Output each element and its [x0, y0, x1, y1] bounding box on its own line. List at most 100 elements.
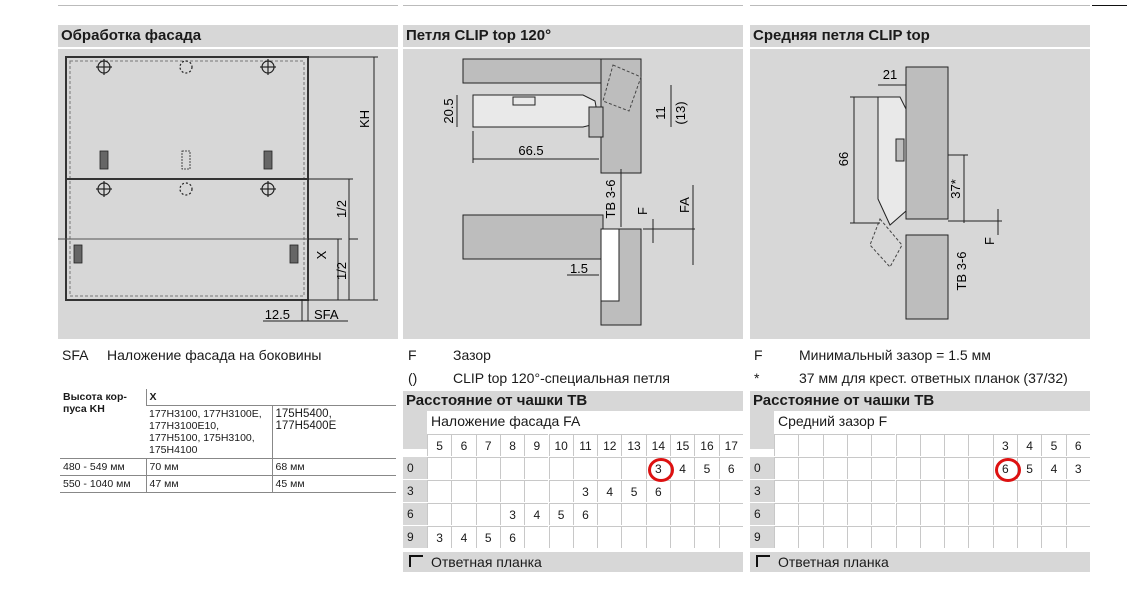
column-header: 6 [451, 434, 476, 456]
fa-footer-label: Ответная планка [431, 554, 542, 570]
column-header: 13 [621, 434, 646, 456]
tb-label: TB 3-6 [603, 179, 618, 218]
table-cell [798, 457, 823, 479]
table-cell [846, 480, 872, 502]
dim-66-5: 66.5 [518, 143, 543, 158]
row-label: 6 [750, 503, 774, 525]
table-cell: 68 мм [271, 458, 396, 476]
table-cell: 3 [572, 480, 598, 502]
table-cell: 3 [427, 526, 452, 548]
table-cell: 5 [548, 503, 573, 525]
table-cell [475, 480, 500, 502]
sfa-label: SFA [314, 307, 339, 322]
table-cell [524, 457, 549, 479]
table-cell [621, 526, 646, 548]
table-cell [1041, 503, 1066, 525]
table-cell [621, 457, 646, 479]
x-header: X [145, 389, 396, 406]
table-cell [774, 457, 799, 479]
legend-key: () [408, 370, 418, 386]
table-cell: 4 [524, 503, 549, 525]
table-cell [798, 480, 823, 502]
row-label: 0 [403, 457, 427, 479]
column-header: 14 [645, 434, 670, 456]
table-cell [1065, 526, 1090, 548]
middle-hinge-drawing: 21 66 37* TB 3-6 F [836, 66, 1002, 320]
column-header [798, 434, 823, 456]
kh-header: Высота кор-пуса KH [60, 389, 146, 459]
column-header: 16 [694, 434, 719, 456]
table-cell [895, 480, 920, 502]
legend-key: F [754, 347, 763, 363]
table-cell [944, 457, 969, 479]
dim-11: 11 [653, 106, 668, 120]
table-cell [645, 526, 670, 548]
legend-key: * [754, 370, 760, 386]
column-header: 5 [427, 434, 452, 456]
table-cell [548, 526, 573, 548]
table-cell [718, 503, 743, 525]
column-header [919, 434, 945, 456]
fa-subtitle: Наложение фасада FA [431, 413, 581, 429]
legend-text: Минимальный зазор = 1.5 мм [799, 347, 991, 363]
column-header [944, 434, 969, 456]
f-label: F [635, 207, 650, 215]
x-label: X [314, 250, 329, 259]
table-cell [822, 457, 847, 479]
dim-66: 66 [836, 152, 851, 166]
table-cell: 47 мм [145, 475, 272, 493]
table-cell [871, 526, 896, 548]
table-cell [895, 526, 920, 548]
table-cell [992, 480, 1017, 502]
table-cell [451, 503, 476, 525]
column-header: 4 [1017, 434, 1042, 456]
column-header: 10 [548, 434, 573, 456]
row-label: 9 [750, 526, 774, 548]
kh-label: KH [357, 110, 372, 128]
table-cell [475, 503, 500, 525]
clip-top-drawing-panel: 20.5 66.5 11 (13) TB 3-6 F FA 1.5 [403, 49, 743, 339]
table-cell: 4 [451, 526, 476, 548]
facade-drawing: KH 1/2 1/2 X 12.5 SFA [58, 56, 378, 322]
table-cell [846, 526, 872, 548]
fa-row-head-bar [403, 411, 427, 449]
table-cell [548, 480, 573, 502]
row-label: 9 [403, 526, 427, 548]
table-cell [1017, 526, 1042, 548]
table-cell [944, 503, 969, 525]
f-row-head-bar [750, 411, 774, 449]
table-cell [475, 457, 500, 479]
table-cell [1041, 526, 1066, 548]
tb-label-right: TB 3-6 [954, 251, 969, 290]
table-cell [1017, 480, 1042, 502]
legend-key: F [408, 347, 417, 363]
corner-arrow-icon [409, 555, 423, 567]
table-cell [871, 457, 896, 479]
header-middle-hinge: Средняя петля CLIP top [750, 25, 1090, 47]
table-cell [427, 503, 452, 525]
legend-text: CLIP top 120°-специальная петля [453, 370, 670, 386]
column-header: 6 [1065, 434, 1090, 456]
table-cell [895, 503, 920, 525]
column-header: 5 [1041, 434, 1066, 456]
table-cell [871, 480, 896, 502]
table-cell [451, 480, 476, 502]
top-rule-right [750, 5, 1090, 6]
table-row-range: 480 - 549 мм [60, 458, 146, 476]
legend-text: Наложение фасада на боковины [107, 347, 322, 363]
table-cell: 5 [475, 526, 500, 548]
table-cell [968, 480, 993, 502]
model-list-2: 175H5400, 177H5400E [271, 405, 396, 459]
dim-37: 37* [948, 179, 963, 199]
fa-footer: Ответная планка [403, 552, 743, 572]
table-cell [1065, 480, 1090, 502]
table-cell [992, 503, 1017, 525]
table-cell: 70 мм [145, 458, 272, 476]
table-cell [572, 526, 598, 548]
legend-right-2: * 37 мм для крест. ответных планок (37/3… [754, 370, 1094, 390]
table-cell: 5 [694, 457, 719, 479]
fa-table-title: Расстояние от чашки ТВ [403, 391, 743, 411]
column-header: 9 [524, 434, 549, 456]
column-header: 11 [572, 434, 598, 456]
table-cell [670, 503, 695, 525]
